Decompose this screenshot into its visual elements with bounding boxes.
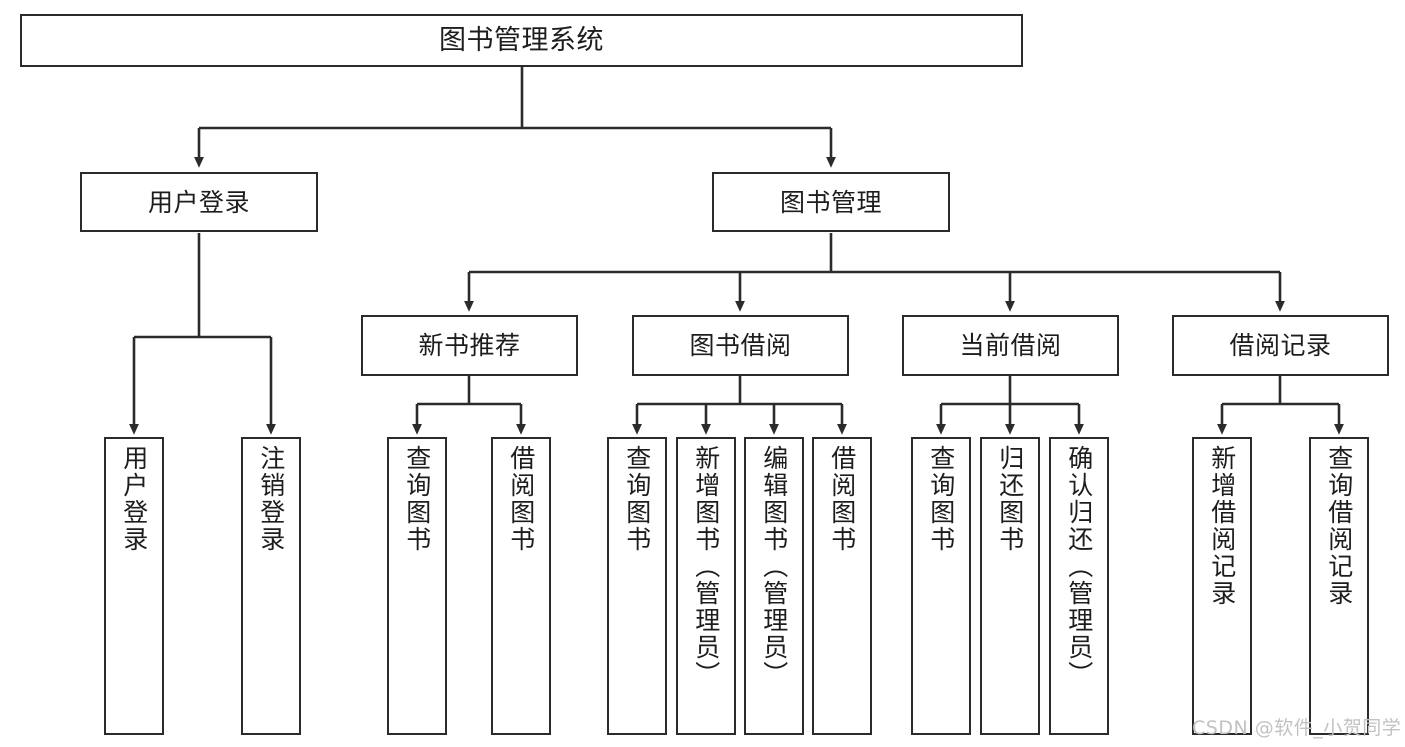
node-current-borrow[interactable]: 当前借阅	[902, 315, 1119, 376]
node-leaf-add-record[interactable]: 新增借阅记录	[1192, 437, 1252, 735]
node-leaf-query-book-2[interactable]: 查询图书	[607, 437, 667, 735]
node-leaf-add-book[interactable]: 新增图书（管理员）	[676, 437, 736, 735]
node-book-borrow-label: 图书借阅	[689, 331, 792, 360]
node-leaf-query-book-1-label: 查询图书	[402, 445, 432, 553]
node-leaf-add-book-label: 新增图书（管理员）	[691, 445, 721, 688]
node-leaf-confirm-return-label: 确认归还（管理员）	[1064, 445, 1094, 688]
node-leaf-query-book-3-label: 查询图书	[926, 445, 956, 553]
node-book-management-label: 图书管理	[779, 187, 882, 217]
node-leaf-logout-login-label: 注销登录	[256, 445, 286, 553]
node-leaf-user-login[interactable]: 用户登录	[104, 437, 164, 735]
node-new-book-recommend-label: 新书推荐	[418, 331, 521, 360]
node-leaf-confirm-return[interactable]: 确认归还（管理员）	[1049, 437, 1109, 735]
node-leaf-edit-book-label: 编辑图书（管理员）	[759, 445, 789, 688]
node-leaf-add-record-label: 新增借阅记录	[1207, 445, 1237, 607]
node-leaf-query-book-1[interactable]: 查询图书	[387, 437, 447, 735]
node-book-borrow[interactable]: 图书借阅	[632, 315, 849, 376]
node-leaf-edit-book[interactable]: 编辑图书（管理员）	[744, 437, 804, 735]
node-leaf-logout-login[interactable]: 注销登录	[241, 437, 301, 735]
node-leaf-return-book[interactable]: 归还图书	[980, 437, 1040, 735]
node-root-system[interactable]: 图书管理系统	[20, 14, 1023, 67]
node-leaf-user-login-label: 用户登录	[119, 445, 149, 553]
node-user-login[interactable]: 用户登录	[80, 172, 318, 232]
node-new-book-recommend[interactable]: 新书推荐	[361, 315, 578, 376]
csdn-watermark: CSDN @软件_小贺同学	[1192, 717, 1402, 739]
node-leaf-query-book-3[interactable]: 查询图书	[911, 437, 971, 735]
node-leaf-query-book-2-label: 查询图书	[622, 445, 652, 553]
node-user-login-label: 用户登录	[147, 187, 250, 217]
node-leaf-borrow-book-1-label: 借阅图书	[506, 445, 536, 553]
node-leaf-borrow-book-1[interactable]: 借阅图书	[491, 437, 551, 735]
node-leaf-query-record[interactable]: 查询借阅记录	[1309, 437, 1369, 735]
node-root-system-label: 图书管理系统	[439, 24, 604, 56]
node-leaf-borrow-book-2[interactable]: 借阅图书	[812, 437, 872, 735]
node-leaf-query-record-label: 查询借阅记录	[1324, 445, 1354, 607]
node-book-management[interactable]: 图书管理	[712, 172, 950, 232]
node-leaf-return-book-label: 归还图书	[995, 445, 1025, 553]
node-borrow-record-label: 借阅记录	[1229, 331, 1332, 360]
node-leaf-borrow-book-2-label: 借阅图书	[827, 445, 857, 553]
node-borrow-record[interactable]: 借阅记录	[1172, 315, 1389, 376]
node-current-borrow-label: 当前借阅	[959, 331, 1062, 360]
